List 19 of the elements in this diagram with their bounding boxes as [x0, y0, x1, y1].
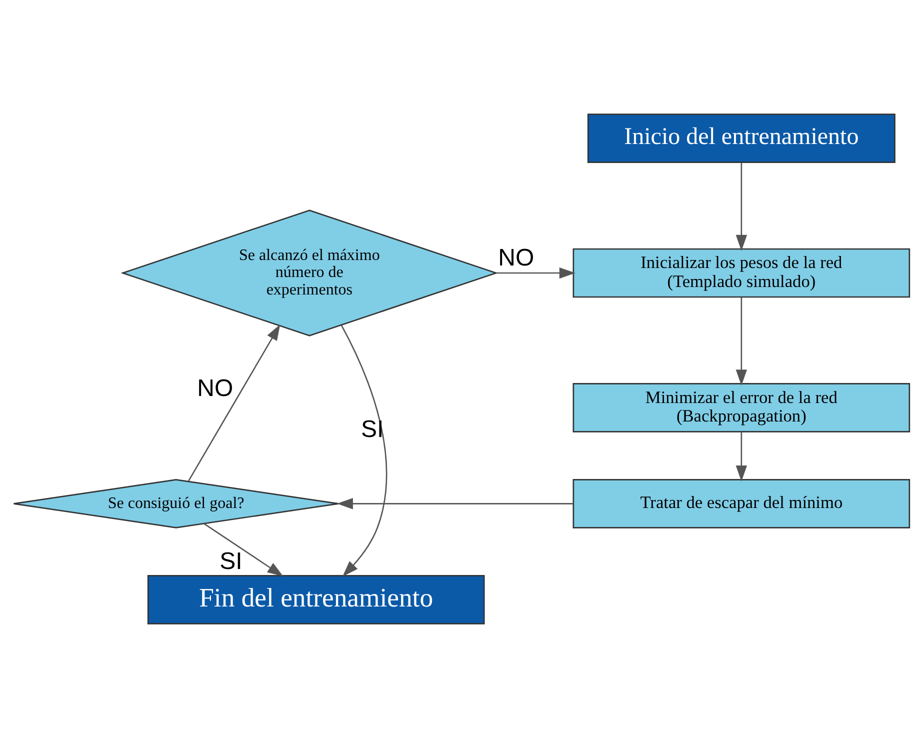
arrow	[188, 324, 280, 482]
arrow	[204, 523, 284, 577]
node-box: Inicializar los pesos de la red (Templado simulado)	[572, 248, 910, 298]
node-box: Fin del entrenamiento	[147, 575, 485, 624]
arrow	[496, 267, 576, 279]
arrow	[340, 324, 388, 577]
node-diamond: Se alcanzó el máximo número de experimentos	[120, 210, 498, 336]
edge-label: NO	[197, 375, 234, 402]
arrow	[736, 432, 748, 482]
arrow	[736, 162, 748, 251]
node-box: Tratar de escapar del mínimo	[572, 479, 910, 528]
arrow	[336, 498, 574, 510]
edge-label: SI	[220, 548, 242, 575]
edge-label: NO	[498, 244, 534, 272]
arrow	[736, 297, 748, 386]
node-box: Minimizar el error de la red (Backpropagation)	[572, 383, 910, 432]
node-box: Inicio del entrenamiento	[587, 114, 896, 163]
edge-label: SI	[361, 416, 384, 444]
node-diamond: Se consiguió el goal?	[13, 479, 340, 528]
